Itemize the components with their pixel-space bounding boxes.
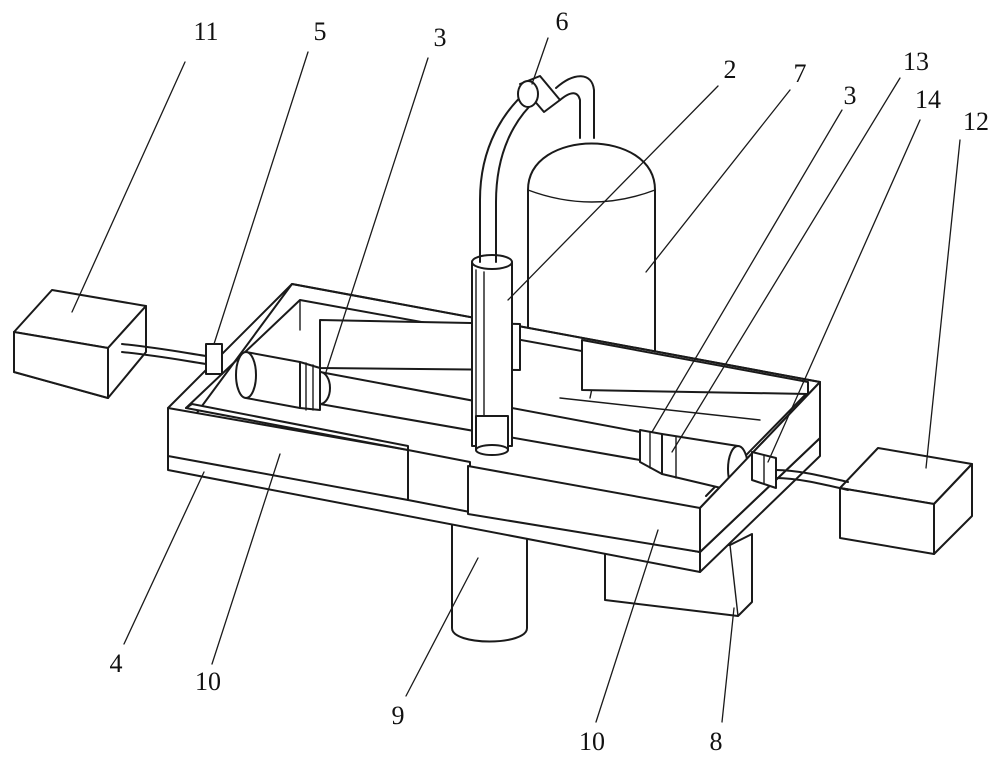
lower-cylinder [451, 519, 528, 643]
leader-11 [71, 61, 186, 313]
label-2: 2 [724, 55, 737, 84]
leader-3-left [325, 57, 429, 373]
label-11: 11 [193, 17, 218, 46]
label-4: 4 [110, 649, 123, 678]
label-10-right: 10 [579, 727, 605, 756]
label-7: 7 [794, 59, 807, 88]
leader-6 [531, 37, 549, 85]
left-fitting [235, 351, 321, 411]
left-connector [205, 343, 223, 375]
right-connector [751, 451, 777, 489]
label-6: 6 [556, 7, 569, 36]
right-inner-block [581, 339, 809, 395]
leader-4 [123, 471, 205, 645]
label-5: 5 [314, 17, 327, 46]
right-box [839, 447, 973, 555]
front-channel [407, 449, 471, 513]
leader-10-left [211, 453, 281, 665]
left-side-panel [167, 403, 409, 501]
label-14: 14 [915, 85, 941, 114]
leader-14 [767, 119, 921, 463]
leader-2 [507, 85, 719, 301]
label-10-left: 10 [195, 667, 221, 696]
right-cable [775, 469, 849, 491]
leader-7 [645, 89, 791, 273]
label-9: 9 [392, 701, 405, 730]
leader-13 [671, 77, 901, 453]
left-cable [121, 343, 207, 365]
label-3-left: 3 [434, 23, 447, 52]
leader-8 [721, 607, 735, 723]
label-12: 12 [963, 107, 989, 136]
vertical-pipe [471, 254, 513, 456]
gas-cylinder [527, 142, 656, 361]
leader-12 [925, 139, 961, 469]
hose-coupling [517, 75, 561, 113]
leader-9 [405, 557, 479, 697]
leader-5 [213, 51, 309, 345]
leader-3-right [651, 109, 843, 433]
reference-labels: 11 5 3 6 2 7 13 3 14 12 4 10 9 10 8 [110, 7, 990, 756]
rear-divider [319, 319, 521, 371]
label-8: 8 [710, 727, 723, 756]
leader-10-right [595, 529, 659, 723]
label-3-right: 3 [844, 81, 857, 110]
leader-lines [71, 37, 961, 723]
label-13: 13 [903, 47, 929, 76]
